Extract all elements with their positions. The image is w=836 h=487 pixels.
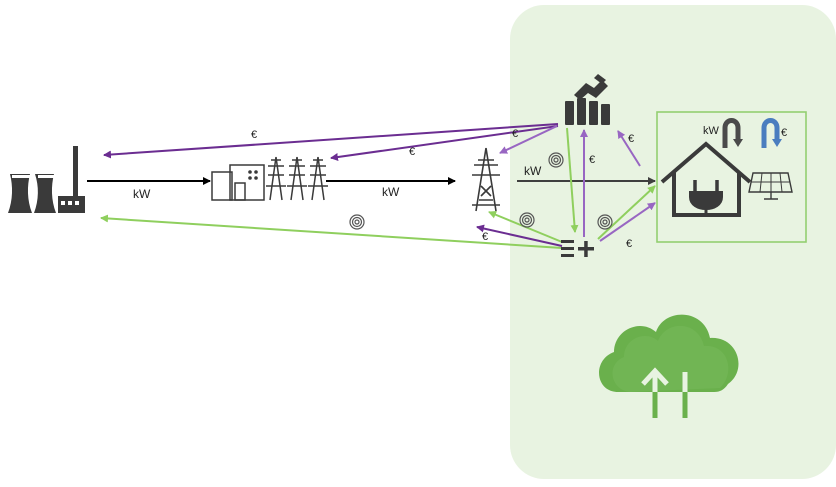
kw-label-house: kW bbox=[703, 125, 720, 137]
eur-label-hub-house: € bbox=[626, 238, 632, 250]
eur-label-aggregator-substation: € bbox=[409, 146, 415, 158]
kw-label-plant-substation: kW bbox=[133, 187, 151, 201]
kw-label-pylon-house: kW bbox=[524, 164, 542, 178]
eur-label-aggregator-plant: € bbox=[251, 129, 257, 141]
arrow-aggregator-to-pylon bbox=[499, 125, 558, 154]
arrow-house-to-aggregator bbox=[617, 130, 641, 167]
eur-label-aggregator-house: € bbox=[628, 133, 634, 145]
aggregator-handshake-icon bbox=[565, 74, 610, 125]
blue-u-turn-arrow-icon bbox=[761, 118, 782, 148]
eur-label-hub-pylon: € bbox=[482, 231, 488, 243]
house-plug-icon bbox=[660, 141, 752, 217]
arrow-aggregator-to-plant bbox=[103, 123, 559, 159]
flexibility-hub-icon bbox=[561, 240, 594, 257]
eur-label-aggregator-hub: € bbox=[589, 154, 595, 166]
arrow-hub-to-plant bbox=[100, 214, 563, 249]
solar-panel-icon bbox=[748, 172, 793, 200]
arrow-aggregator-to-substation bbox=[330, 125, 559, 161]
arrow-hub-to-pylon-eur bbox=[476, 224, 563, 247]
arrow-aggregator-to-hub bbox=[566, 127, 579, 233]
substation-icon bbox=[211, 156, 328, 201]
arrow-hub-to-house-eur bbox=[599, 202, 656, 242]
signal-icon bbox=[349, 214, 365, 230]
arrow-hub-to-house bbox=[597, 185, 656, 240]
signal-icon bbox=[548, 152, 564, 168]
power-plant-icon bbox=[8, 146, 85, 213]
signal-icon bbox=[597, 214, 613, 230]
eur-label-house: € bbox=[781, 127, 787, 139]
transmission-tower-icon bbox=[472, 147, 500, 212]
cloud-sync-icon bbox=[599, 314, 739, 422]
kw-label-substation-pylon: kW bbox=[382, 185, 400, 199]
house-box bbox=[656, 111, 807, 243]
dark-u-turn-arrow-icon bbox=[722, 118, 743, 148]
eur-label-aggregator-pylon: € bbox=[512, 128, 518, 140]
signal-icon bbox=[519, 212, 535, 228]
